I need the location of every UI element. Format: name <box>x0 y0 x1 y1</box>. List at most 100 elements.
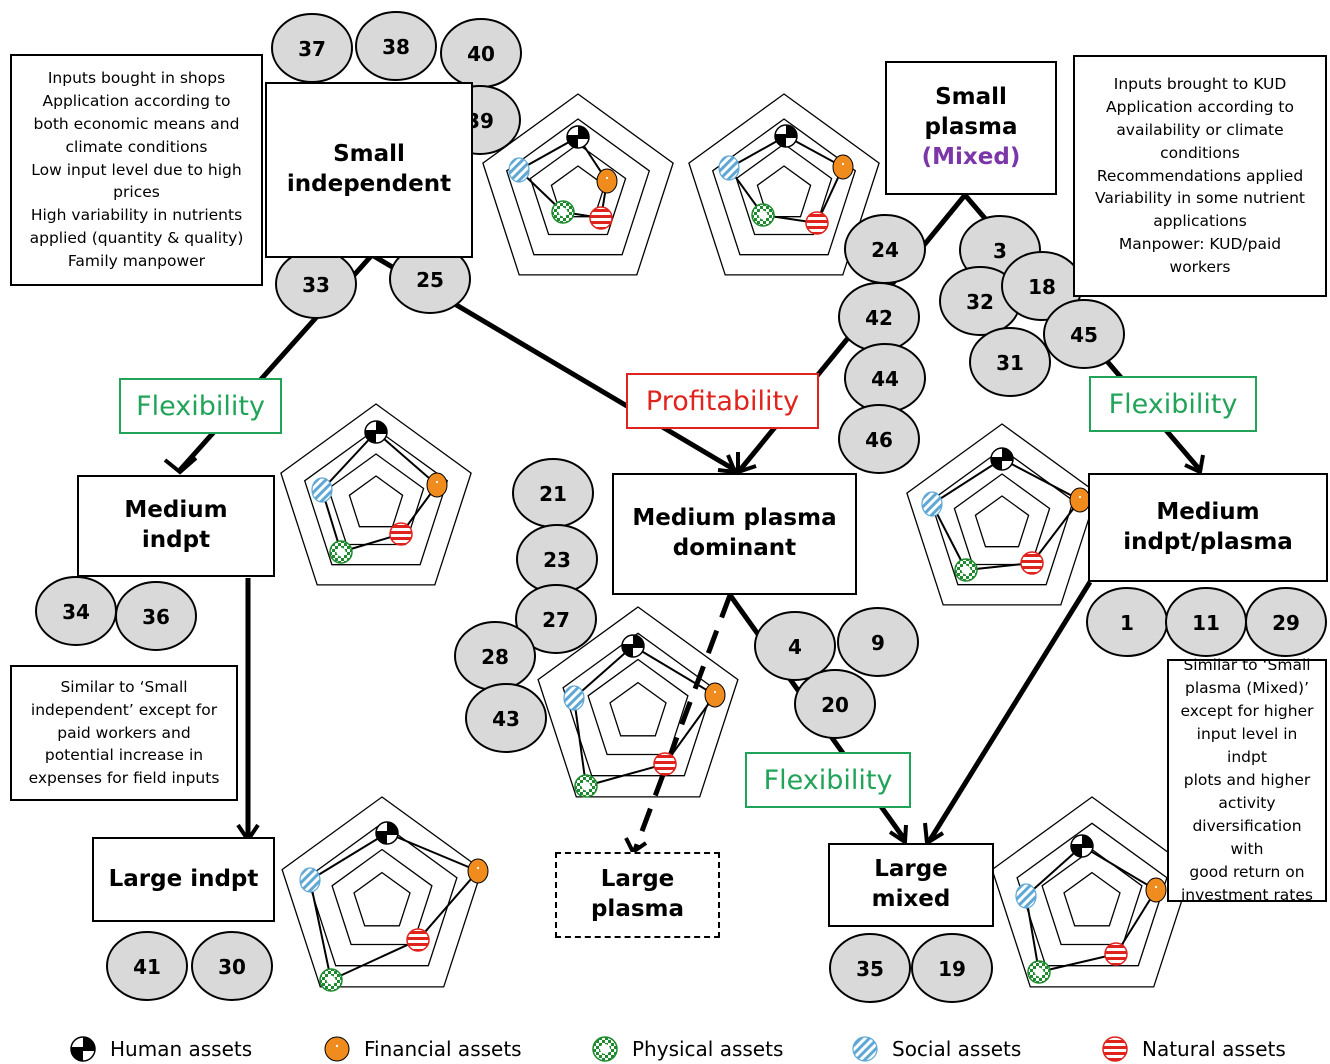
radar-grid-ring <box>482 93 674 276</box>
farm-id-bubble: 34 <box>35 576 117 646</box>
box-medium-plasma-dominant: Medium plasma dominant <box>612 473 857 595</box>
box-large-mixed-label-1: Large <box>874 856 948 883</box>
farm-id-label: 36 <box>142 605 170 629</box>
radar-grid-ring <box>303 428 449 566</box>
legend-item-natural: Natural assets <box>1100 1034 1286 1064</box>
human-assets-icon <box>375 821 399 845</box>
farm-id-label: 38 <box>382 35 410 59</box>
note-line: good return on <box>1189 862 1305 881</box>
note-line: Application according to <box>1106 97 1294 116</box>
note-line: availability or climate <box>1116 120 1284 139</box>
legend-label-natural: Natural assets <box>1142 1037 1286 1061</box>
physical-assets-icon <box>954 558 978 582</box>
note-line: plasma (Mixed)’ <box>1184 679 1309 698</box>
natural-assets-icon <box>805 211 829 235</box>
farm-id-label: 31 <box>996 351 1024 375</box>
box-small-plasma-mixed-label: (Mixed) <box>921 143 1021 170</box>
farm-id-label: 3 <box>993 239 1007 263</box>
note-line: Variability in some nutrient <box>1094 189 1306 208</box>
farm-id-bubble: 24 <box>844 214 926 284</box>
box-small-plasma-mixed: Small plasma (Mixed) <box>885 61 1057 195</box>
note-lines: Similar to ‘Small independent’ except fo… <box>29 676 220 791</box>
farm-id-label: 4 <box>788 635 802 659</box>
social-assets-icon <box>563 685 585 711</box>
farm-id-bubble: 44 <box>844 343 926 413</box>
radar-grid-ring <box>953 473 1051 566</box>
farm-id-bubble: 27 <box>515 584 597 654</box>
farm-id-bubble: 1 <box>1086 587 1168 657</box>
asset-radar-chart <box>537 606 739 798</box>
farm-id-bubble: 38 <box>355 11 437 81</box>
radar-grid-ring <box>353 871 411 927</box>
legend-item-financial: Financial assets <box>322 1034 522 1064</box>
natural-assets-icon <box>1104 942 1128 966</box>
box-medium-indpt-plasma: Medium indpt/plasma <box>1088 473 1328 582</box>
farm-id-bubble: 9 <box>837 607 919 677</box>
box-large-mixed: Large mixed <box>828 843 994 927</box>
farm-id-label: 21 <box>539 482 567 506</box>
asset-radar-chart <box>280 403 472 586</box>
financial-assets-icon <box>324 1036 350 1062</box>
note-line: Manpower: KUD/paid <box>1118 235 1282 254</box>
legend-item-human: Human assets <box>68 1034 252 1064</box>
farm-id-bubble: 42 <box>838 282 920 352</box>
farm-id-label: 11 <box>1192 611 1220 635</box>
note-line: input level in indpt <box>1196 725 1298 767</box>
box-large-indpt: Large indpt <box>92 837 275 922</box>
arrowhead <box>717 454 739 475</box>
note-line: investment rates <box>1180 885 1313 904</box>
farm-id-label: 40 <box>467 42 495 66</box>
radar-grid-ring <box>1041 848 1143 946</box>
note-line: Similar to ‘Small <box>1183 656 1311 675</box>
financial-assets-icon <box>1069 487 1091 513</box>
farm-id-bubble: 20 <box>794 669 876 739</box>
radar-grid-ring <box>735 143 833 236</box>
physical-assets-icon <box>329 540 353 564</box>
note-line: applied (quantity & quality) <box>29 229 244 248</box>
human-assets-icon <box>566 125 590 149</box>
radar-grid-ring <box>281 796 483 988</box>
radar-grid-ring <box>1016 822 1168 967</box>
legend-label-social: Social assets <box>892 1037 1022 1061</box>
note-lines: Inputs bought in shops Application accor… <box>30 67 244 273</box>
asset-radar-chart <box>906 423 1098 606</box>
social-assets-icon <box>1015 883 1037 909</box>
farm-id-bubble: 36 <box>115 581 197 651</box>
farm-id-label: 28 <box>481 645 509 669</box>
farm-id-bubble: 31 <box>969 327 1051 397</box>
box-medium-indpt-plasma-label-2: indpt/plasma <box>1123 528 1293 555</box>
box-medium-plasma-label-2: dominant <box>672 535 797 561</box>
physical-assets-icon <box>551 200 575 224</box>
farm-id-label: 45 <box>1070 323 1098 347</box>
arrowhead <box>888 824 908 846</box>
asset-radar-chart <box>688 93 880 276</box>
farm-id-label: 35 <box>856 957 884 981</box>
radar-grid-ring <box>688 93 880 276</box>
physical-assets-icon <box>574 774 598 798</box>
farm-id-bubble: 46 <box>838 404 920 474</box>
farm-id-label: 43 <box>492 707 520 731</box>
radar-grid-ring <box>331 848 433 946</box>
note-line: Low input level due to high <box>31 160 242 179</box>
legend-item-social: Social assets <box>850 1034 1021 1064</box>
box-medium-indpt-plasma-label-1: Medium <box>1156 498 1260 525</box>
farm-id-label: 29 <box>1272 611 1300 635</box>
farm-id-label: 24 <box>871 238 899 262</box>
farm-id-bubble: 45 <box>1043 299 1125 369</box>
farm-id-bubble: 35 <box>829 933 911 1003</box>
radar-asset-profile <box>572 644 717 788</box>
radar-grid-ring <box>974 495 1030 548</box>
box-medium-indpt-label-2: indpt <box>141 527 211 553</box>
asset-radar-chart <box>281 796 489 992</box>
farm-id-label: 44 <box>871 367 899 391</box>
farm-id-bubble: 43 <box>465 683 547 753</box>
social-assets-icon <box>718 155 740 181</box>
asset-radar-chart <box>482 93 674 276</box>
note-small-plasma: Inputs brought to KUD Application accord… <box>1073 55 1327 297</box>
tag-flexibility-bottom: Flexibility <box>745 752 911 808</box>
social-assets-icon <box>508 157 530 183</box>
legend-item-physical: Physical assets <box>590 1034 783 1064</box>
farm-id-bubble: 19 <box>911 933 993 1003</box>
natural-assets-icon <box>653 752 677 776</box>
note-lines: Inputs brought to KUD Application accord… <box>1095 73 1305 279</box>
